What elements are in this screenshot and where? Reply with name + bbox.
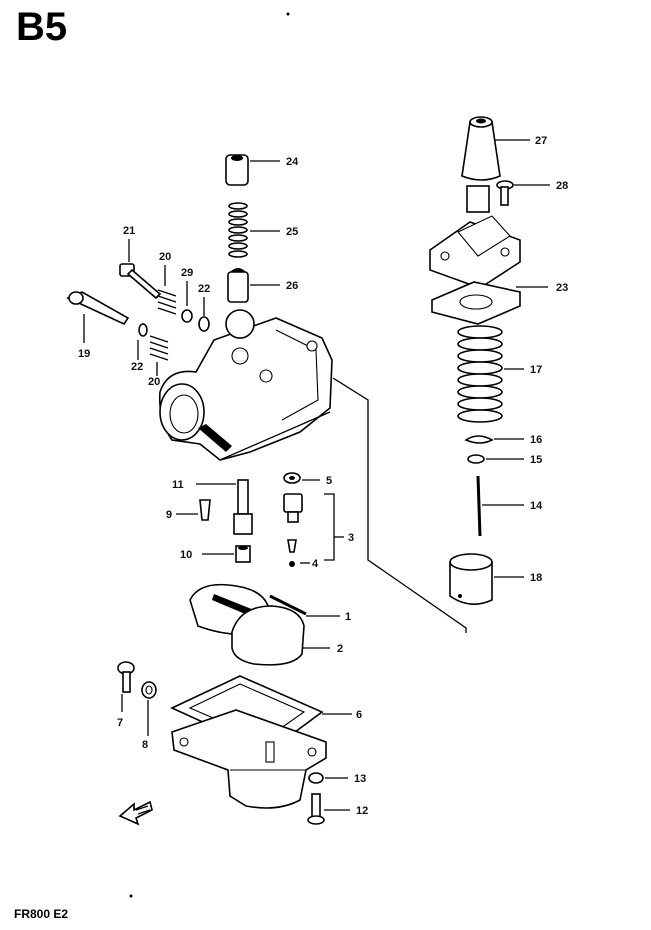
reference-line (332, 377, 467, 633)
callout-29: 29 (181, 267, 193, 279)
part-3-valve-seat (283, 493, 303, 523)
part-16-clip (464, 435, 494, 444)
callout-27: 27 (535, 135, 547, 147)
carburetor-body (158, 309, 333, 461)
callout-14: 14 (530, 500, 543, 512)
part-15-ring (467, 454, 485, 464)
callout-1: 1 (345, 611, 351, 623)
callout-22b: 22 (131, 361, 143, 373)
callout-7: 7 (117, 717, 123, 729)
part-21-screw (119, 263, 162, 300)
callout-16: 16 (530, 434, 542, 446)
part-18-slide (449, 553, 493, 605)
callout-9: 9 (166, 509, 172, 521)
callout-10: 10 (180, 549, 192, 561)
part-26-plunger (227, 268, 249, 303)
callout-22a: 22 (198, 283, 210, 295)
part-4-float-needle (287, 539, 297, 567)
part-5-washer (283, 472, 301, 484)
part-12-drain-bolt (307, 793, 325, 825)
part-28-screw (496, 180, 514, 206)
part-27-cap (461, 116, 501, 181)
callout-11: 11 (172, 479, 184, 491)
part-29-washer (181, 309, 193, 323)
callout-13: 13 (354, 773, 366, 785)
float-bowl (171, 709, 327, 809)
callout-26: 26 (286, 280, 298, 292)
part-7-screw (117, 661, 135, 693)
callout-6: 6 (356, 709, 362, 721)
callout-28: 28 (556, 180, 568, 192)
part-20-spring-lower (149, 335, 169, 361)
bracket-3 (324, 493, 335, 561)
part-9-pilot-jet (199, 499, 211, 521)
part-2-float (189, 583, 305, 666)
part-8-washer (141, 681, 157, 699)
callout-25: 25 (286, 226, 298, 238)
callout-15: 15 (530, 454, 542, 466)
callout-20a: 20 (159, 251, 171, 263)
part-14-needle (476, 475, 482, 537)
callout-12: 12 (356, 805, 368, 817)
front-direction-arrow-icon (118, 800, 153, 826)
callout-17: 17 (530, 364, 542, 376)
callout-4: 4 (312, 558, 319, 570)
callout-24: 24 (286, 156, 299, 168)
callout-18: 18 (530, 572, 542, 584)
part-17-spring (457, 325, 503, 423)
page-code: B5 (16, 5, 67, 49)
part-23-cover (429, 185, 521, 325)
callout-21: 21 (123, 225, 135, 237)
part-20-spring-upper (157, 289, 177, 315)
part-19-screw (66, 291, 130, 326)
part-1-float-pin (269, 594, 307, 616)
callout-3: 3 (348, 532, 354, 544)
footer-code: FR800 E2 (14, 907, 68, 921)
part-25-spring (228, 202, 248, 258)
part-24-cap (225, 154, 249, 186)
part-10-main-jet (235, 545, 251, 563)
part-22-oring-upper (198, 316, 210, 332)
callout-8: 8 (142, 739, 148, 751)
callout-23: 23 (556, 282, 568, 294)
callout-5: 5 (326, 475, 332, 487)
callout-19: 19 (78, 348, 90, 360)
callout-20b: 20 (148, 376, 160, 388)
part-13-plug (308, 772, 324, 784)
part-22-oring-lower (138, 323, 148, 337)
part-11-needle-jet (233, 479, 253, 535)
callout-2: 2 (337, 643, 343, 655)
